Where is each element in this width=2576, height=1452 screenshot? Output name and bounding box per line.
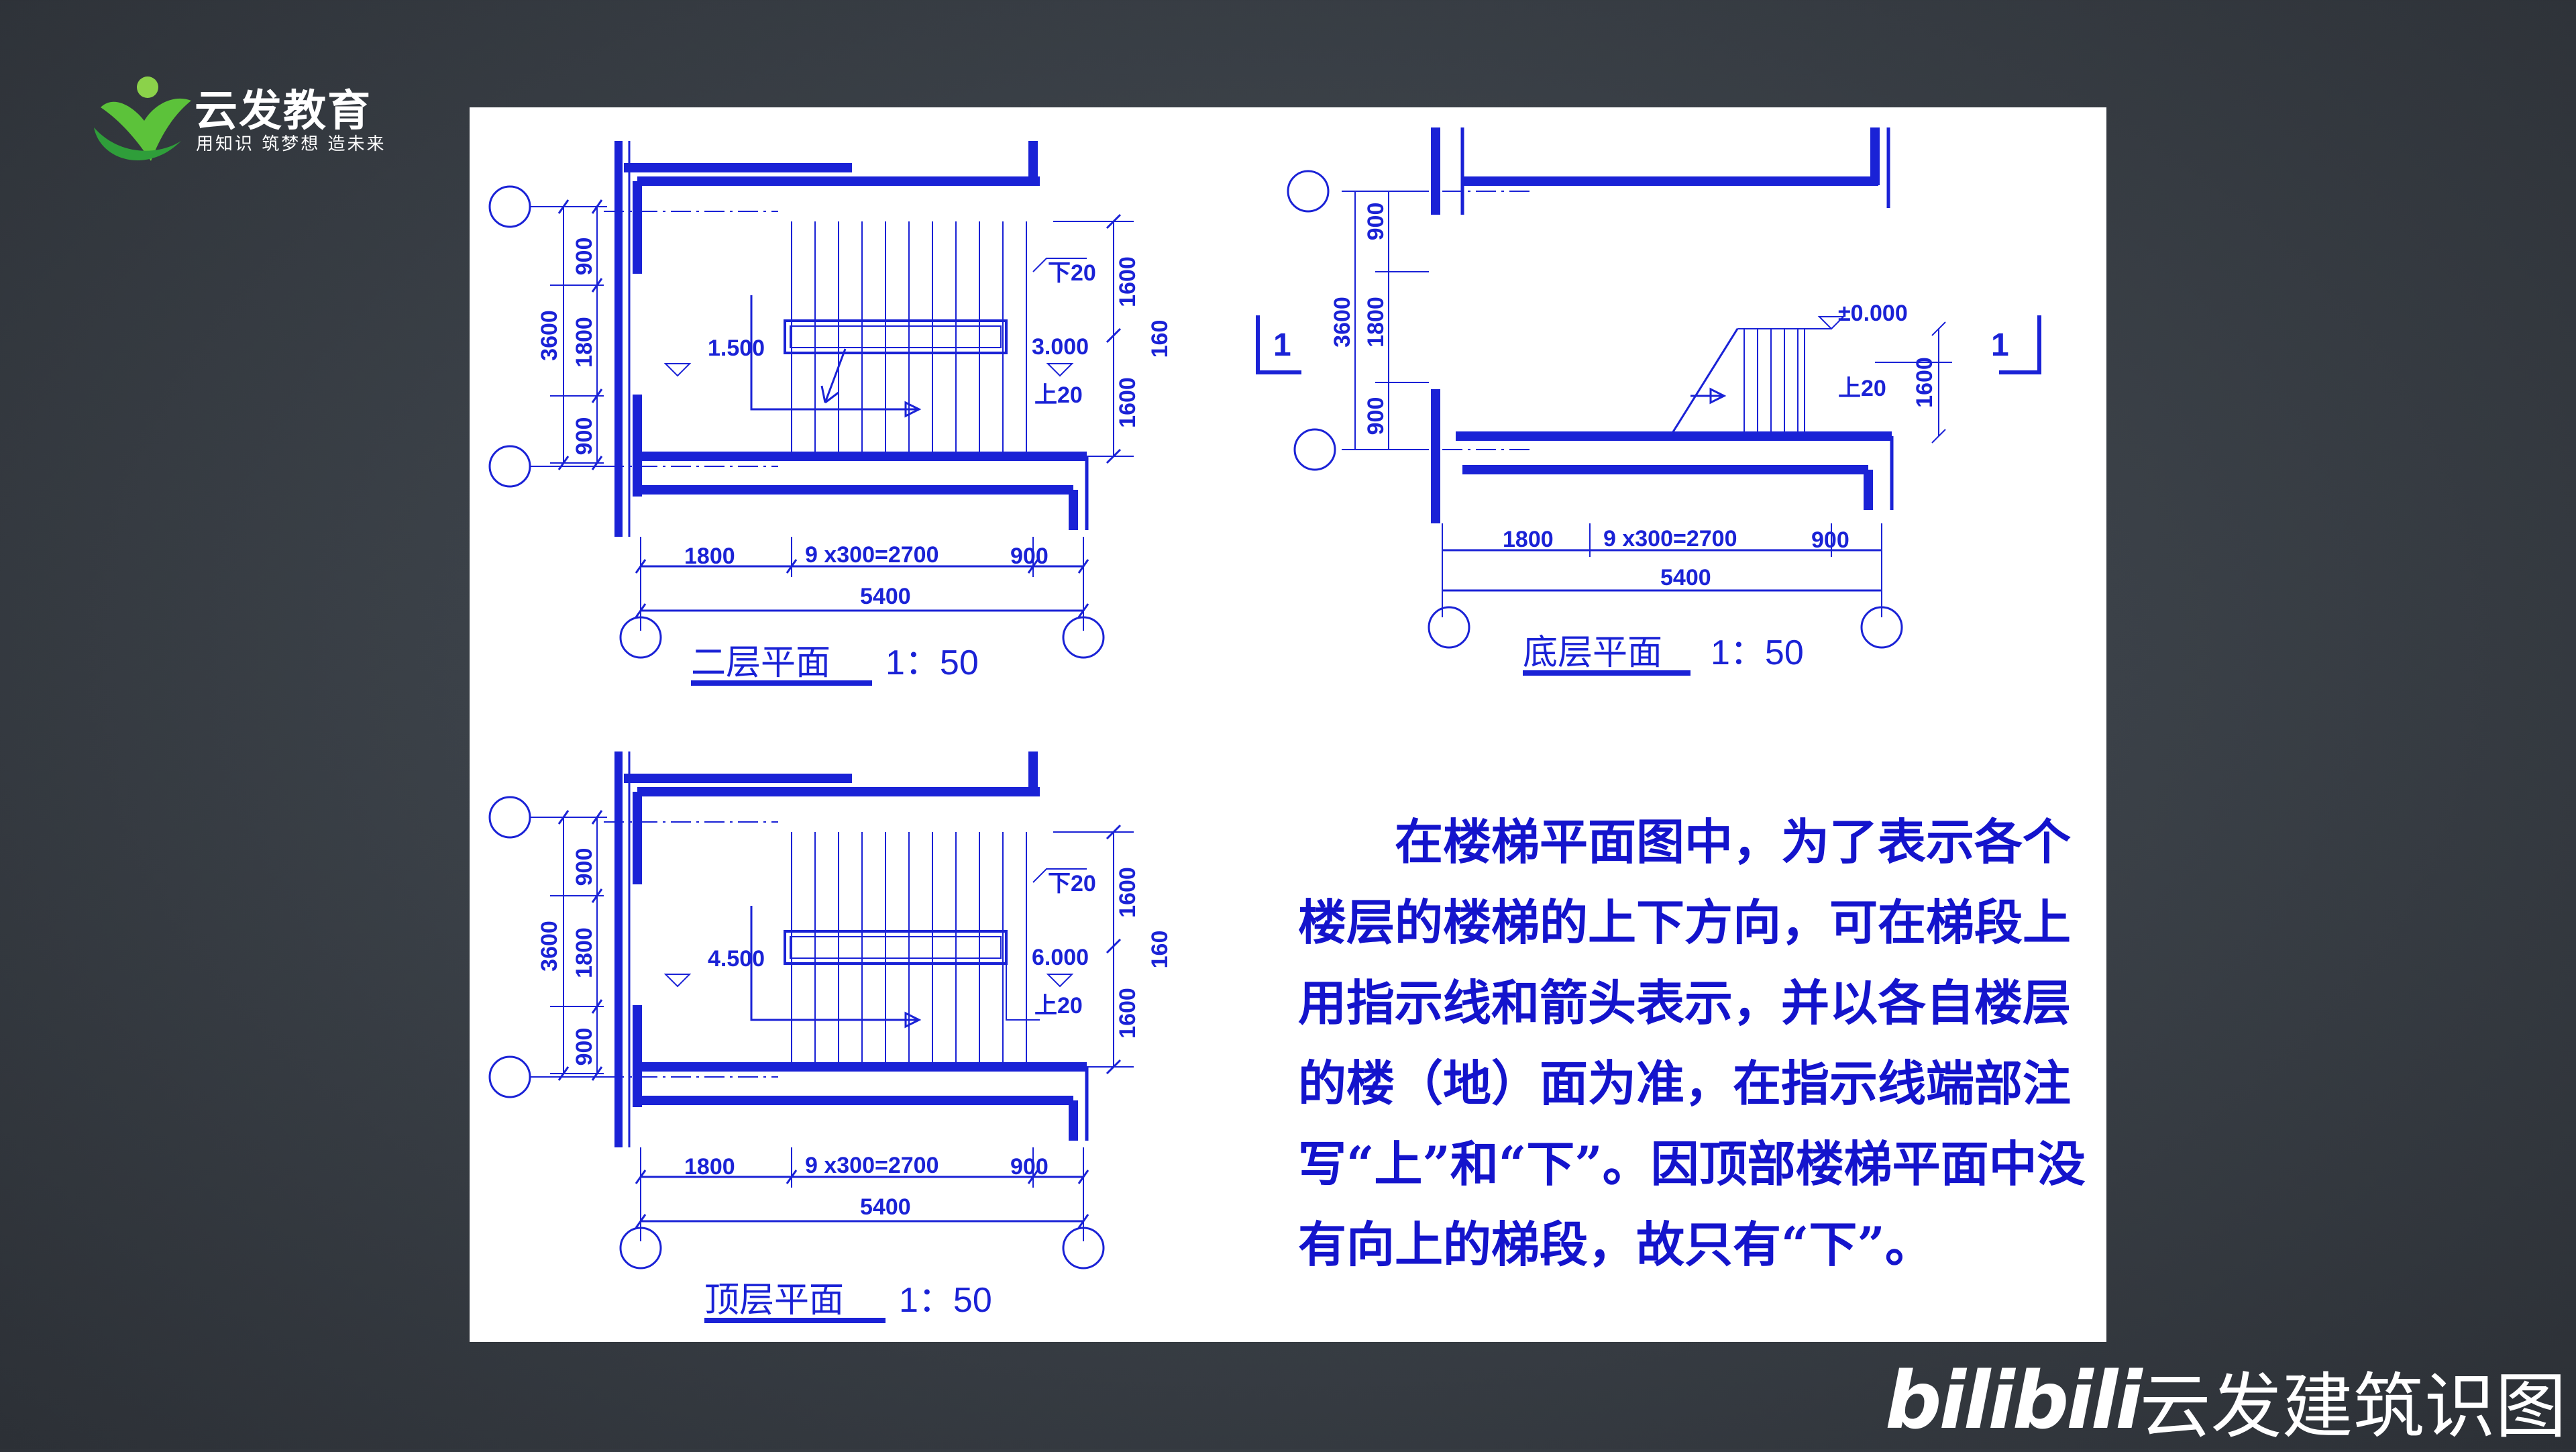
- channel-name: 云发建筑识图: [2139, 1365, 2567, 1448]
- top-dim-total-w: 5400: [860, 1194, 911, 1220]
- top-dim-total: 3600: [537, 921, 562, 972]
- second-dim-right-top: 1600: [1115, 256, 1140, 307]
- second-plan-title: 二层平面: [691, 643, 830, 683]
- bilibili-watermark: bilibili云发建筑识图: [1885, 1349, 2567, 1449]
- top-plan-title: 顶层平面: [704, 1280, 844, 1320]
- ground-dim-s3: 900: [1811, 527, 1849, 553]
- ground-dim-mid: 1800: [1363, 297, 1389, 348]
- second-down-label: 下20: [1048, 260, 1096, 286]
- second-dim-total: 3600: [537, 310, 562, 361]
- top-dim-top: 900: [572, 848, 597, 886]
- second-dim-top: 900: [572, 238, 597, 276]
- ground-up-label: 上20: [1838, 376, 1886, 401]
- top-up-label: 上20: [1034, 993, 1083, 1019]
- top-dim-mid: 1800: [572, 927, 597, 978]
- second-floor-plan: [490, 141, 1135, 658]
- second-dim-right-bottom: 1600: [1115, 377, 1140, 428]
- logo-slogan: 用知识 筑梦想 造未来: [196, 134, 386, 154]
- top-level-left: 4.500: [708, 946, 765, 972]
- ground-dim-s1: 1800: [1503, 527, 1554, 552]
- top-dim-right-top: 1600: [1115, 867, 1140, 918]
- section-mark-right: 1: [1991, 327, 2009, 363]
- top-dim-right-total: 160: [1147, 931, 1173, 969]
- second-dim-mid: 1800: [572, 317, 597, 368]
- ground-dim-right: 1600: [1912, 357, 1937, 408]
- ground-dim-s2: 9 x300=2700: [1603, 526, 1737, 552]
- top-dim-bottom: 900: [572, 1028, 597, 1066]
- ground-dim-total: 3600: [1330, 297, 1355, 348]
- second-dim-s2: 9 x300=2700: [805, 542, 938, 568]
- top-dim-s3: 900: [1010, 1154, 1049, 1180]
- ground-plan-title: 底层平面: [1523, 633, 1662, 673]
- top-dim-right-bottom: 1600: [1115, 988, 1140, 1039]
- second-level-left: 1.500: [708, 335, 765, 361]
- top-plan-scale: 1：50: [899, 1281, 992, 1320]
- ground-dim-top: 900: [1363, 203, 1389, 241]
- ground-floor-plan: [1256, 127, 2041, 649]
- top-level-right: 6.000: [1032, 945, 1089, 970]
- ground-level: ±0.000: [1838, 301, 1908, 326]
- second-dim-total-w: 5400: [860, 584, 911, 609]
- logo-icon: [94, 76, 191, 161]
- top-down-label: 下20: [1048, 871, 1096, 896]
- top-dim-s2: 9 x300=2700: [805, 1153, 938, 1178]
- explanation-paragraph: 在楼梯平面图中，为了表示各个楼层的楼梯的上下方向，可在梯段上用指示线和箭头表示，…: [1298, 813, 2086, 1273]
- brand-logo: 云发教育 用知识 筑梦想 造未来: [87, 67, 436, 168]
- logo-name: 云发教育: [195, 87, 372, 136]
- stair-plan-sheet: 1800 9 x300=2700 900 5400 1.500 3.000 下2…: [470, 107, 2106, 1342]
- second-dim-s1: 1800: [684, 543, 735, 569]
- second-dim-right-total: 160: [1147, 320, 1173, 358]
- second-dim-bottom: 900: [572, 417, 597, 456]
- second-level-right: 3.000: [1032, 334, 1089, 360]
- explanation-text: 在楼梯平面图中，为了表示各个楼层的楼梯的上下方向，可在梯段上用指示线和箭头表示，…: [1298, 802, 2090, 1285]
- ground-dim-bottom: 900: [1363, 397, 1389, 435]
- ground-plan-scale: 1：50: [1711, 633, 1804, 672]
- second-dim-s3: 900: [1010, 543, 1049, 569]
- top-floor-plan: [490, 751, 1135, 1268]
- bilibili-logo: bilibili: [1885, 1354, 2143, 1447]
- section-mark-left: 1: [1273, 327, 1291, 363]
- top-dim-s1: 1800: [684, 1154, 735, 1180]
- second-up-label: 上20: [1034, 382, 1083, 408]
- ground-dim-total-w: 5400: [1660, 565, 1711, 590]
- second-plan-scale: 1：50: [885, 643, 979, 682]
